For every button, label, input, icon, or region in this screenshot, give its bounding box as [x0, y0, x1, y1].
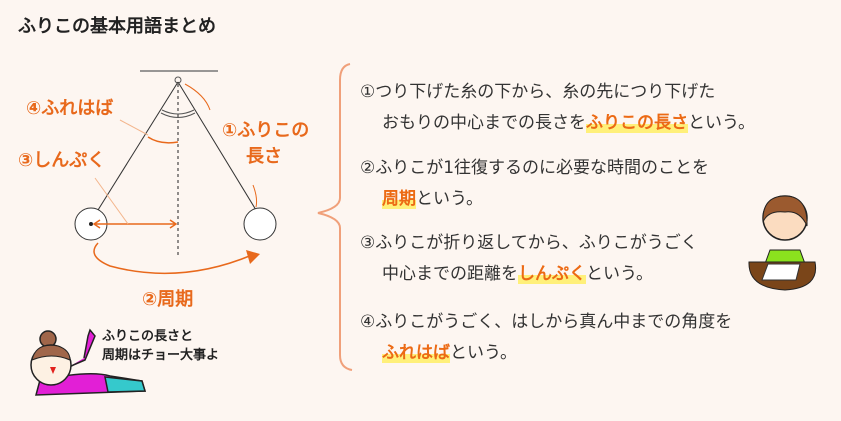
leader-line [252, 184, 258, 208]
definition-length: ①つり下げた糸の下から、糸の先につり下げた おもりの中心までの長さをふりこの長さ… [360, 77, 755, 139]
term-highlight: ふりこの長さ [586, 113, 688, 133]
term-highlight: 周期 [382, 189, 416, 209]
leader-line [119, 119, 149, 136]
pivot [174, 76, 182, 84]
definition-line: ④ふりこがうごく、はしから真ん中までの角度を [360, 312, 733, 332]
speech-line-1: ふりこの長さと [102, 329, 194, 344]
definition-text: という。 [586, 264, 653, 284]
definition-text: という。 [688, 113, 755, 133]
label-period: ②周期 [142, 289, 194, 310]
term-highlight: しんぷく [518, 264, 586, 284]
leader-line [184, 83, 211, 111]
definition-text: 中心までの距離を [382, 264, 518, 284]
definition-text: という。 [416, 189, 483, 209]
boy-illustration [748, 195, 817, 291]
definition-amplitude: ③ふりこが折り返してから、ふりこがうごく 中心までの距離をしんぷくという。 [360, 228, 698, 290]
string-right [177, 81, 257, 211]
string-left [97, 81, 179, 211]
angle-arrow [147, 136, 179, 144]
definition-period: ②ふりこが1往復するのに必要な時間のことを 周期という。 [360, 153, 709, 215]
definition-angle: ④ふりこがうごく、はしから真ん中までの角度を ふれはばという。 [360, 307, 732, 369]
definition-text: という。 [450, 343, 517, 363]
term-highlight: ふれはば [382, 343, 450, 363]
leader-line [94, 177, 129, 225]
definition-line: ②ふりこが1往復するのに必要な時間のことを [360, 158, 710, 178]
amplitude-arrow [92, 219, 178, 229]
girl-illustration [30, 328, 146, 396]
label-amplitude-angle: ④ふれはば [26, 98, 114, 119]
angle-arc [160, 109, 196, 118]
definition-text: おもりの中心までの長さを [382, 113, 586, 133]
label-amplitude: ③しんぷく [18, 150, 106, 171]
speech-line-2: 周期はチョー大事よ [102, 348, 220, 363]
brace [317, 63, 353, 371]
speech-text: ふりこの長さと 周期はチョー大事よ [102, 327, 219, 365]
definition-line: ③ふりこが折り返してから、ふりこがうごく [360, 233, 698, 253]
label-length-1: ①ふりこの [222, 120, 310, 141]
label-length-2: 長さ [246, 146, 282, 167]
period-arrow [93, 242, 253, 275]
definition-line: ①つり下げた糸の下から、糸の先につり下げた [360, 82, 716, 102]
bob-right [243, 207, 277, 241]
page-title: ふりこの基本用語まとめ [18, 16, 216, 37]
